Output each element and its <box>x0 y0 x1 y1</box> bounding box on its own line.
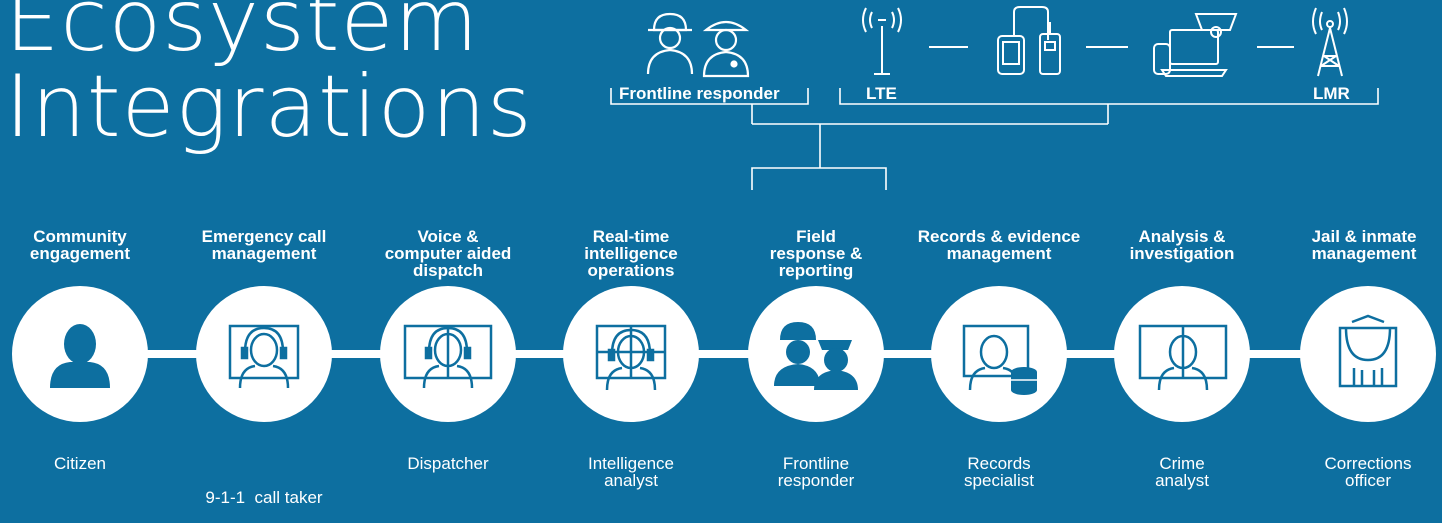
citizen-icon <box>50 324 110 388</box>
stage-circle <box>748 286 884 422</box>
lte-tower-icon <box>862 7 902 75</box>
role-label-citizen: Citizen <box>54 454 106 473</box>
role-label-call-taker: 9-1-1 call taker <box>205 488 323 507</box>
call-taker-icon <box>228 324 300 390</box>
stage-label-analysis-investigation: Analysis &investigation <box>1129 227 1235 263</box>
lmr-label: LMR <box>1313 84 1350 103</box>
records-specialist-icon <box>962 324 1037 395</box>
stage-circle <box>196 286 332 422</box>
frontline-responder-icon <box>774 322 858 390</box>
stage-circles <box>12 286 1436 422</box>
dispatcher-icon <box>403 324 493 390</box>
intelligence-analyst-icon <box>595 324 667 392</box>
laptop-camera-icon <box>1153 13 1238 77</box>
title-line-1: Ecosystem <box>5 0 480 71</box>
ecosystem-diagram <box>12 6 1436 422</box>
stage-circle <box>1300 286 1436 422</box>
frontline-responder-group-label: Frontline responder <box>619 84 780 103</box>
lte-label: LTE <box>866 84 897 103</box>
corrections-officer-icon <box>1338 314 1398 388</box>
firefighter-police-icon <box>646 12 750 78</box>
role-label-dispatcher: Dispatcher <box>407 454 489 473</box>
phone-radio-icon <box>997 6 1061 75</box>
lmr-tower-icon <box>1312 7 1348 77</box>
title-line-2: Integrations <box>5 57 533 157</box>
stage-circle <box>931 286 1067 422</box>
top-bracket-lines <box>610 88 1379 190</box>
crime-analyst-icon <box>1138 324 1228 392</box>
page-title: Ecosystem Integrations <box>5 0 533 150</box>
